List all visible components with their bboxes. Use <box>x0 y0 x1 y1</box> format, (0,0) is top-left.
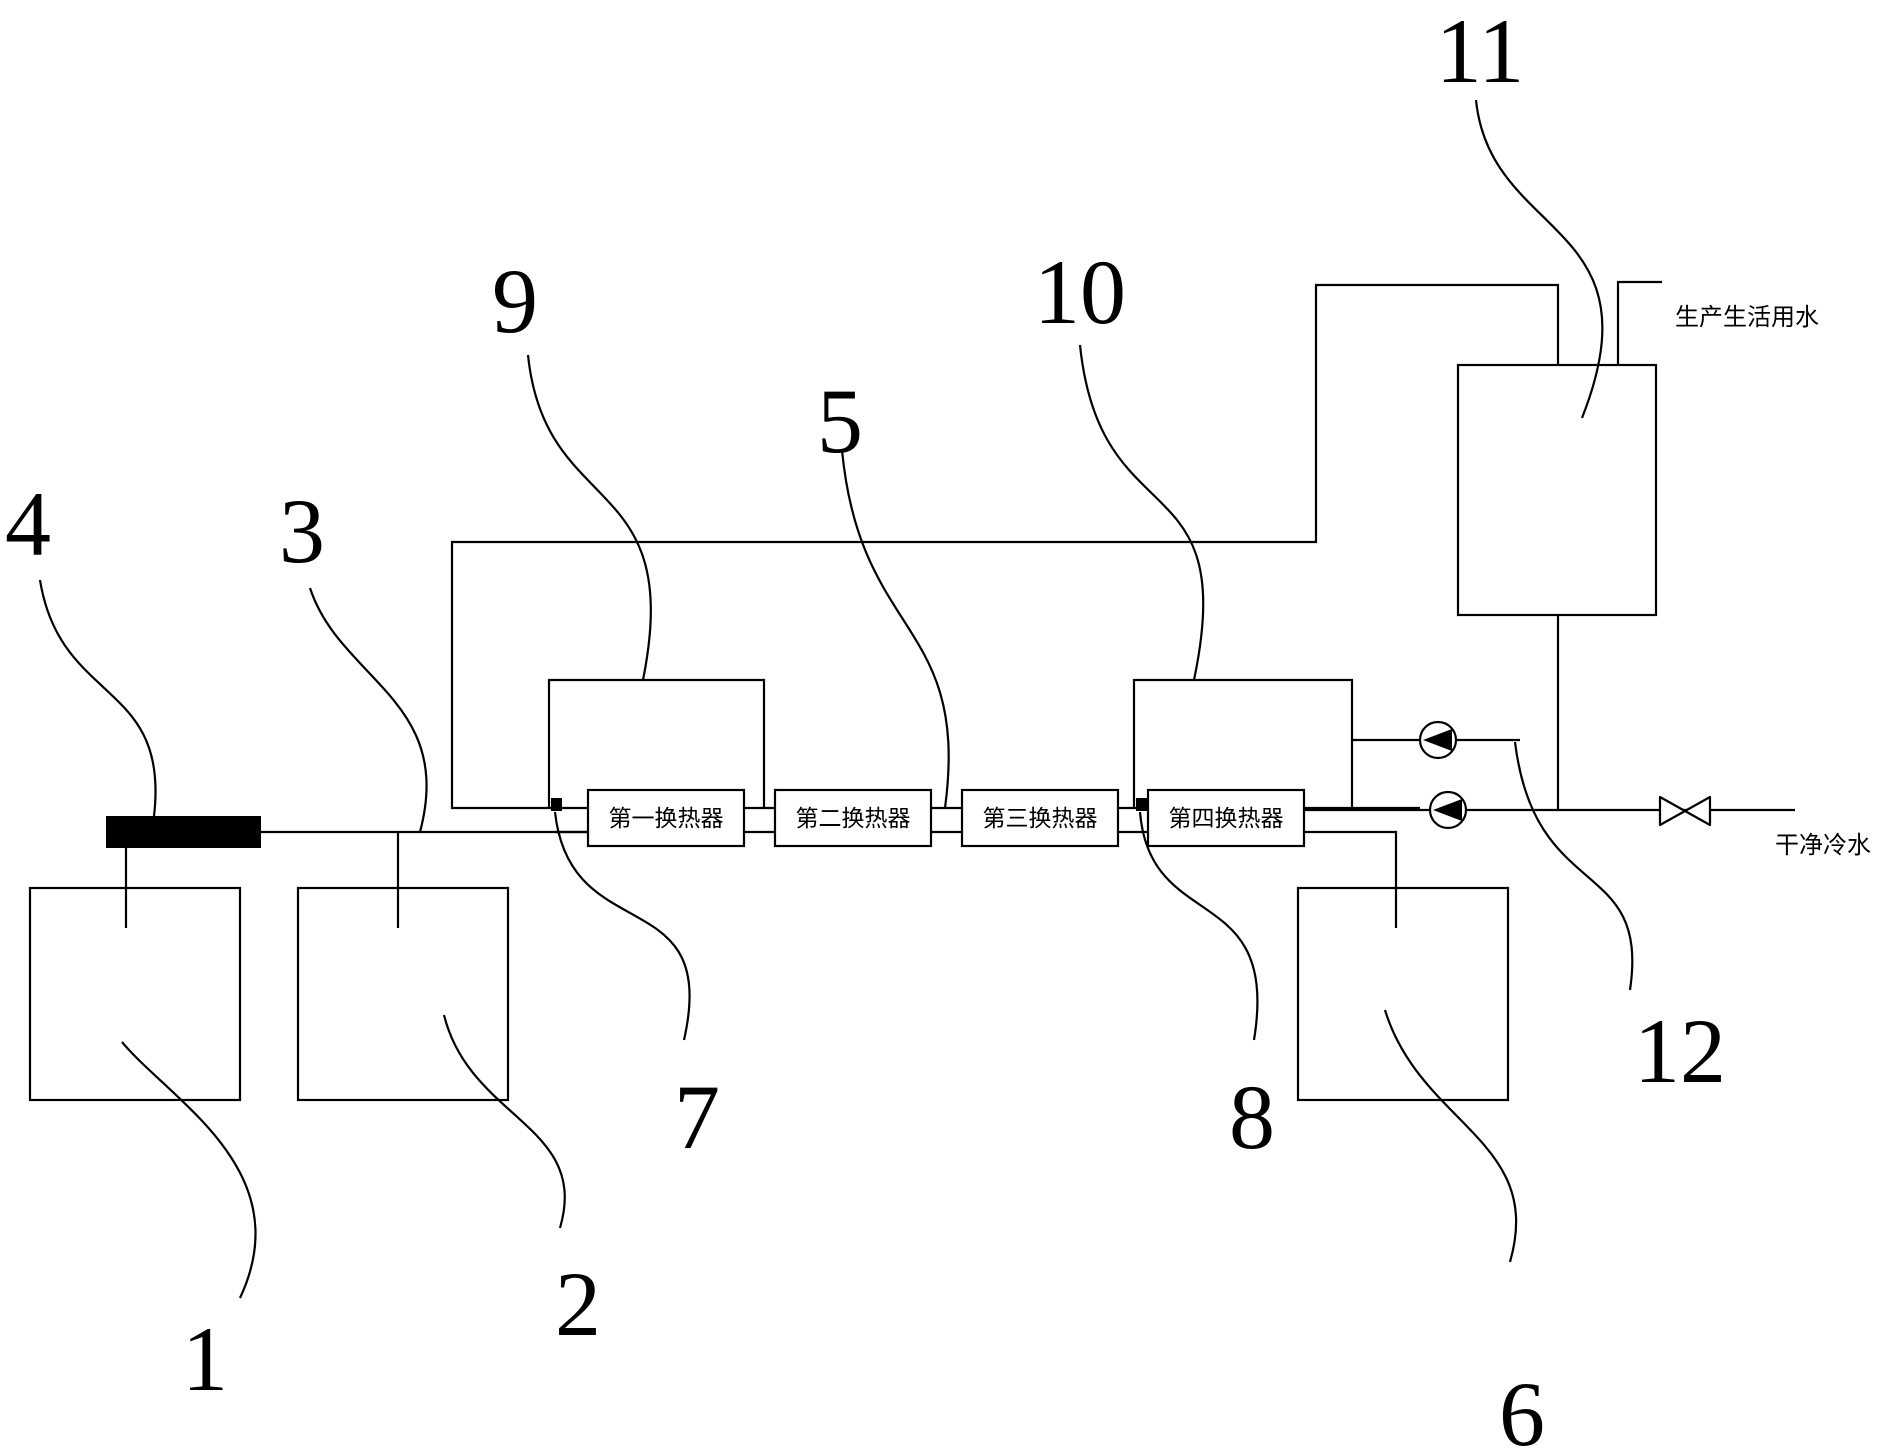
heat-exchanger-4-box <box>1146 788 1306 848</box>
pump-icon-lower <box>1428 790 1468 830</box>
heat-exchanger-2-label: 第二换热器 <box>796 806 911 832</box>
upper-return-pipe <box>450 283 1560 810</box>
heat-exchanger-2-box <box>773 788 933 848</box>
callout-7: 7 <box>674 1066 720 1168</box>
leader-5 <box>840 449 950 809</box>
sensor-7 <box>551 798 562 811</box>
clean-cold-water-label: 干净冷水 <box>1775 831 1871 859</box>
loop-9 <box>547 678 766 808</box>
leader-11 <box>1474 99 1604 419</box>
leader-3 <box>308 587 428 833</box>
heat-exchanger-4-label: 第四换热器 <box>1169 806 1284 832</box>
domestic-water-label: 生产生活用水 <box>1675 303 1819 331</box>
leader-4 <box>38 579 157 817</box>
callout-8: 8 <box>1229 1066 1275 1168</box>
callout-5: 5 <box>817 370 863 472</box>
callout-9: 9 <box>492 250 538 352</box>
filter-bar-4 <box>106 816 261 848</box>
leader-8 <box>1138 811 1259 1041</box>
tank-6 <box>1296 886 1510 1102</box>
heat-exchanger-3-box <box>960 788 1120 848</box>
drain-pipe-tank-6 <box>1304 830 1398 928</box>
leader-7 <box>553 811 691 1041</box>
heat-exchanger-3-label: 第三换热器 <box>983 806 1098 832</box>
callout-3: 3 <box>279 480 325 582</box>
callout-10: 10 <box>1034 241 1126 343</box>
valve-icon <box>1658 795 1712 827</box>
leader-10 <box>1078 344 1205 681</box>
leader-9 <box>526 354 652 681</box>
callout-11: 11 <box>1436 0 1525 102</box>
leader-6 <box>1383 1009 1518 1263</box>
callout-4: 4 <box>5 473 51 575</box>
pump-icon-upper <box>1418 720 1458 760</box>
callout-12: 12 <box>1634 1000 1726 1102</box>
sensor-8 <box>1136 798 1147 811</box>
callout-2: 2 <box>555 1253 601 1355</box>
heat-exchanger-1-label: 第一换热器 <box>609 806 724 832</box>
leader-12 <box>1513 741 1634 991</box>
loop-10 <box>1132 678 1354 808</box>
tank-1 <box>28 886 242 1102</box>
heat-exchanger-1-box <box>586 788 746 848</box>
callout-6: 6 <box>1499 1363 1545 1448</box>
storage-tank-11 <box>1456 363 1658 617</box>
domestic-water-pipe <box>1616 280 1662 365</box>
tank-2 <box>296 886 510 1102</box>
callout-1: 1 <box>182 1308 228 1410</box>
leader-2 <box>442 1014 566 1229</box>
leader-1 <box>121 1041 257 1299</box>
